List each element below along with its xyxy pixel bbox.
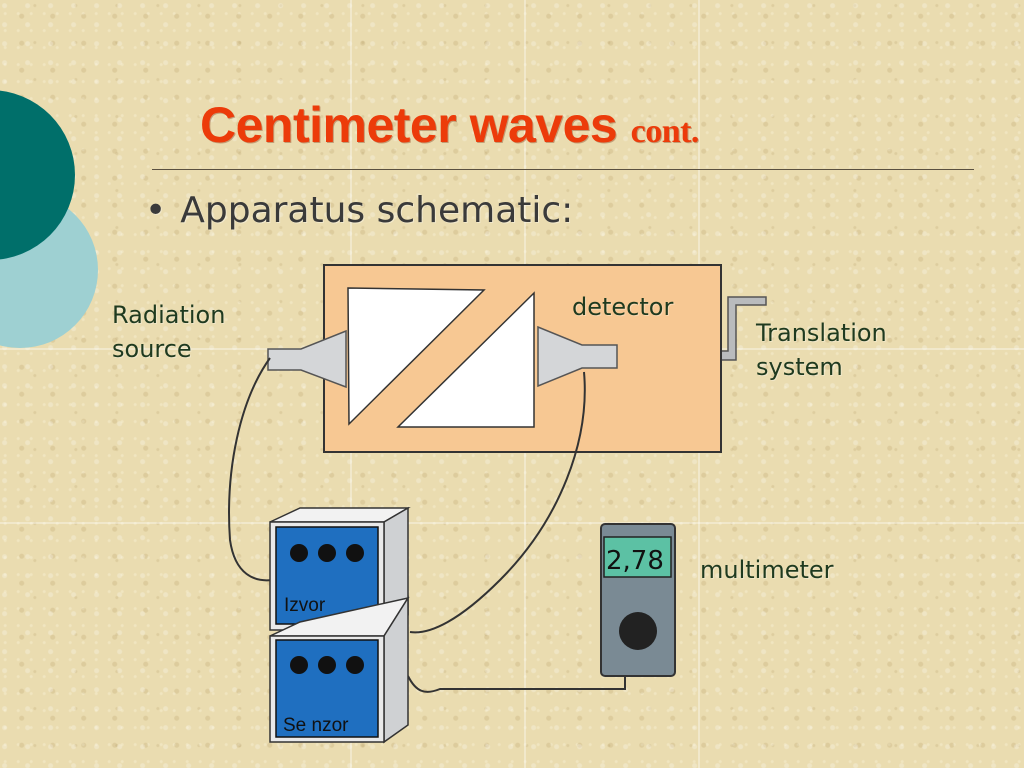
source-unit-label: Izvor <box>284 595 326 616</box>
decorative-circles <box>0 90 98 348</box>
source-unit: Izvor <box>269 506 411 632</box>
source-cable <box>228 357 273 582</box>
background-grid-line <box>0 522 1024 524</box>
decorative-circle-dark <box>0 90 75 260</box>
multimeter-cable <box>407 675 626 693</box>
bullet-item: • Apparatus schematic: <box>145 190 573 231</box>
knob-icon <box>346 656 364 674</box>
multimeter-display <box>603 536 672 578</box>
translation-system-label: Translation system <box>756 316 887 384</box>
detector-cable <box>409 371 586 634</box>
radiation-source-label: Radiation source <box>112 298 225 366</box>
multimeter: 2,78 <box>600 523 676 677</box>
multimeter-label: multimeter <box>700 556 834 584</box>
knob-icon <box>290 544 308 562</box>
source-horn-icon <box>267 329 347 389</box>
detector-horn-icon <box>537 325 618 388</box>
radiation-source-label-line1: Radiation <box>112 301 226 329</box>
multimeter-dial-icon <box>619 612 657 650</box>
translation-label-line1: Translation <box>756 319 887 347</box>
bullet-dot-icon: • <box>145 190 167 231</box>
bullet-text: Apparatus schematic: <box>180 190 574 231</box>
detector-label: detector <box>572 293 674 321</box>
translation-label-line2: system <box>756 353 843 381</box>
prism-left <box>347 287 486 426</box>
slide-title-suffix: cont. <box>630 113 700 150</box>
slide-title: Centimeter waves cont. <box>200 96 699 154</box>
slide-title-main: Centimeter waves <box>200 97 618 153</box>
title-divider <box>152 169 974 170</box>
multimeter-display-value: 2,78 <box>606 546 664 576</box>
radiation-source-label-line2: source <box>112 335 192 363</box>
sensor-unit: Se nzor <box>269 595 410 744</box>
prism-right <box>396 291 535 428</box>
knob-icon <box>318 656 336 674</box>
knob-icon <box>318 544 336 562</box>
knob-icon <box>346 544 364 562</box>
sensor-unit-label: Se nzor <box>283 715 349 736</box>
knob-icon <box>290 656 308 674</box>
